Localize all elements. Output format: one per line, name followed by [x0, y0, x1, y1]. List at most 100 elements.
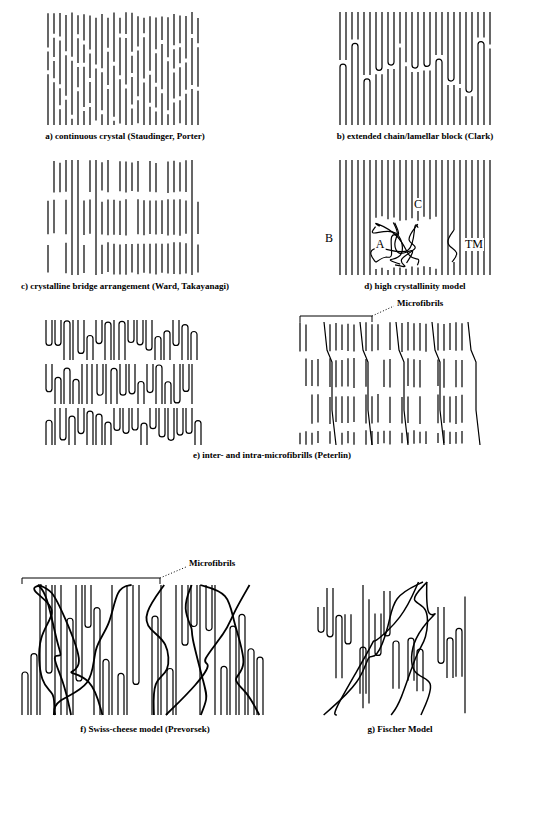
chain-segment: [407, 322, 408, 351]
chain-segment: [191, 160, 192, 275]
tie-chain: [372, 227, 402, 264]
chain-segment: [455, 432, 456, 444]
chain-segment: [125, 88, 126, 125]
chain-segment: [83, 200, 84, 235]
chain-segment: [401, 433, 402, 444]
chain-segment: [477, 12, 478, 38]
chain-segment: [339, 12, 340, 60]
chain-segment: [365, 395, 366, 424]
chain-segment: [91, 364, 92, 404]
chain-segment: [437, 433, 438, 443]
chain-fold: [55, 320, 61, 345]
panel-c: [48, 160, 198, 275]
chain-segment: [369, 12, 370, 75]
chain-fold: [448, 12, 454, 81]
chain-segment: [389, 397, 390, 423]
chain-fold: [138, 381, 144, 404]
panel-g: [318, 582, 465, 715]
chain-segment: [175, 585, 176, 715]
chain-segment: [149, 107, 150, 125]
chain-segment: [371, 324, 372, 351]
chain-segment: [149, 75, 150, 103]
chain-segment: [453, 85, 454, 125]
chain-segment: [155, 243, 156, 274]
chain-segment: [371, 431, 372, 445]
chain-segment: [299, 433, 300, 445]
chain-fold: [96, 320, 102, 344]
chain-fold: [147, 364, 153, 393]
chain-fold: [60, 408, 66, 440]
chain-segment: [345, 12, 346, 60]
chain-segment: [131, 77, 132, 105]
panel-caption: f) Swiss-cheese model (Prevorsek): [80, 725, 210, 735]
chain-fold: [191, 585, 197, 626]
region-label: C: [413, 198, 423, 211]
chain-segment: [305, 359, 306, 387]
chain-segment: [341, 360, 342, 386]
chain-segment: [447, 160, 448, 275]
chain-segment: [329, 324, 330, 351]
chain-segment: [299, 322, 300, 351]
microfibril-bracket: [22, 578, 160, 584]
chain-segment: [155, 163, 156, 192]
chain-segment: [401, 323, 402, 352]
chain-segment: [107, 52, 108, 85]
chain-segment: [89, 199, 90, 233]
chain-segment: [47, 13, 48, 47]
chain-segment: [437, 394, 438, 423]
chain-segment: [149, 161, 150, 192]
chain-fold: [87, 335, 93, 360]
chain-fold: [22, 672, 28, 715]
chain-segment: [389, 431, 390, 445]
chain-fold: [174, 364, 180, 403]
chain-segment: [137, 161, 138, 192]
chain-segment: [167, 199, 168, 235]
chain-segment: [461, 431, 462, 444]
chain-segment: [119, 79, 120, 123]
chain-segment: [363, 12, 364, 75]
chain-segment: [341, 433, 342, 445]
chain-segment: [53, 61, 54, 78]
chain-fold: [137, 320, 143, 345]
chain-segment: [383, 360, 384, 387]
chain-segment: [471, 96, 472, 125]
chain-segment: [405, 66, 406, 125]
chain-fold: [177, 408, 183, 435]
chain-segment: [143, 37, 144, 78]
slanted-chain: [432, 322, 444, 445]
chain-segment: [54, 585, 55, 715]
chain-segment: [371, 396, 372, 423]
chain-segment: [375, 269, 376, 275]
chain-fold: [132, 408, 138, 430]
chain-segment: [191, 89, 192, 125]
chain-segment: [161, 244, 162, 273]
tie-chain: [146, 585, 168, 715]
panel-caption: c) crystalline bridge arrangement (Ward,…: [21, 282, 229, 292]
chain-segment: [399, 12, 400, 44]
chain-fold: [168, 408, 174, 440]
region-label: B: [324, 232, 334, 245]
chain-fold: [141, 423, 147, 445]
chain-segment: [113, 200, 114, 235]
chain-fold: [466, 12, 472, 92]
chain-segment: [59, 41, 60, 85]
chain-segment: [443, 396, 444, 423]
chain-segment: [161, 44, 162, 89]
chain-fold: [103, 659, 109, 715]
chain-segment: [353, 397, 354, 422]
chain-segment: [101, 162, 102, 190]
chain-segment: [489, 160, 490, 275]
chain-segment: [465, 160, 466, 275]
chain-segment: [47, 74, 48, 125]
chain-fold: [417, 649, 423, 691]
chain-segment: [161, 200, 162, 234]
chain-fold: [195, 421, 201, 445]
chain-fold: [97, 364, 103, 395]
chain-segment: [173, 14, 174, 45]
chain-segment: [347, 324, 348, 351]
chain-segment: [185, 243, 186, 273]
microfibrils-label: Microfibrils: [189, 559, 235, 569]
chain-segment: [54, 408, 55, 445]
chain-segment: [65, 55, 66, 96]
chain-segment: [341, 396, 342, 423]
